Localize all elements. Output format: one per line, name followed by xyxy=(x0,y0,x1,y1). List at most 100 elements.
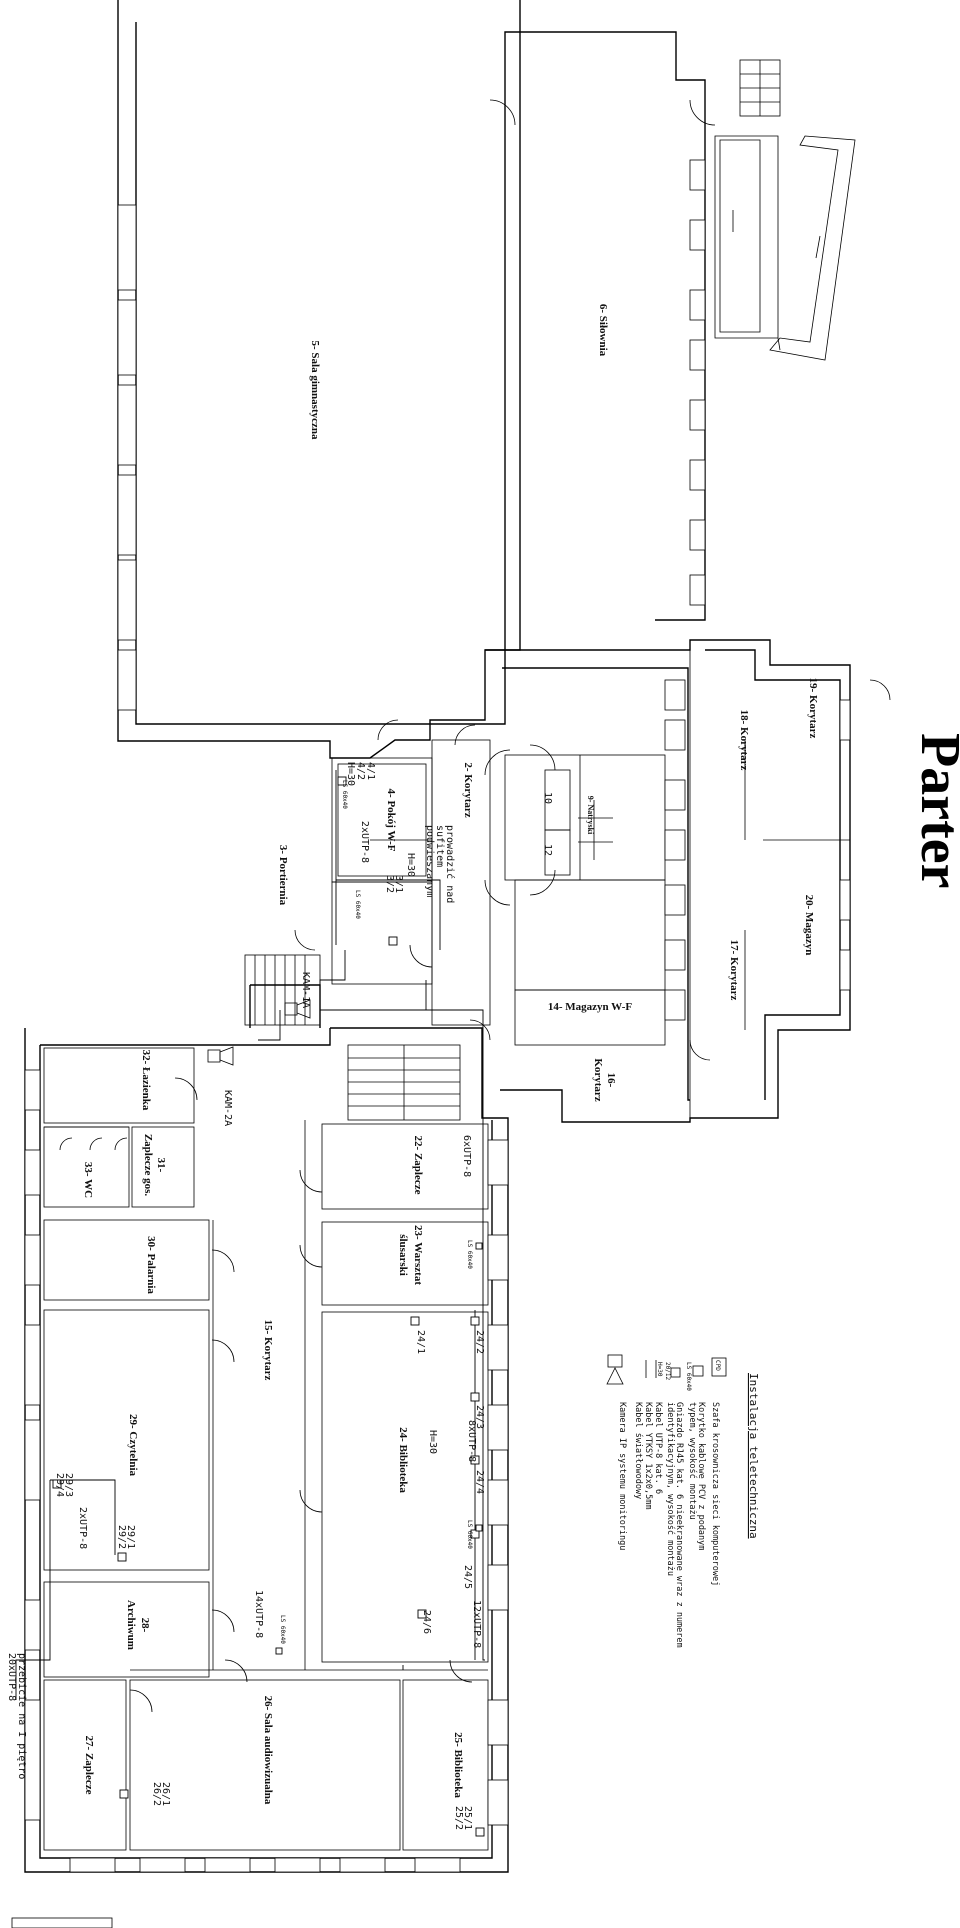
legend-item-9: Kamera IP systemu monitoringu xyxy=(617,1402,627,1550)
room-label-4: 4- Pokój W-F xyxy=(385,789,397,852)
camera-label-2: KAM-2A xyxy=(222,1090,233,1126)
socket-label-29-4: 29/4 xyxy=(54,1473,65,1497)
cable-label-12: 12xUTP-8 xyxy=(471,1600,482,1648)
svg-text:CPD: CPD xyxy=(714,1360,721,1371)
legend-tray-icon xyxy=(692,1365,704,1377)
svg-text:LS 60x40: LS 60x40 xyxy=(685,1362,692,1391)
room-label-12: 12 xyxy=(542,844,553,856)
socket-label-24-3: 24/3 xyxy=(474,1405,485,1429)
shaft-note-b: 20xUTP-8 xyxy=(6,1653,17,1701)
socket-label-24-1: 24/1 xyxy=(415,1330,426,1354)
routing-note-b: sufitem xyxy=(434,825,445,867)
socket-label-25-1: 25/1 xyxy=(462,1806,473,1830)
room-label-17: 17- Korytarz xyxy=(728,940,740,1001)
tray-label-15: LS 60x40 xyxy=(279,1615,286,1644)
socket-label-4-1: 4/1 xyxy=(365,762,376,780)
tray-label-3: LS 60x40 xyxy=(354,890,361,919)
room-label-25: 25- Biblioteka xyxy=(452,1732,464,1798)
svg-text:20/12: 20/12 xyxy=(664,1362,671,1380)
legend-item-5: identyfikacyjnym, wysokość montażu xyxy=(665,1402,676,1576)
socket-label-26-2: 26/2 xyxy=(151,1782,162,1806)
socket-label-24-6: 24/6 xyxy=(421,1610,432,1634)
cable-runs xyxy=(15,770,485,1700)
room-label-16a: 16- xyxy=(605,1073,617,1088)
legend: Instalacja teletechniczna CPD LS 60x40 2… xyxy=(606,1354,760,1648)
room-label-16b: Korytarz xyxy=(592,1058,604,1101)
shaft-note-a: przebicie na I piętro xyxy=(16,1653,27,1779)
room-label-19: 19- Korytarz xyxy=(807,678,819,739)
cable-label-14: 14xUTP-8 xyxy=(253,1590,264,1638)
room-label-27: 27- Zaplecze xyxy=(83,1736,95,1795)
height-label-24: H=30 xyxy=(427,1430,438,1454)
tray-label-24: LS 60x40 xyxy=(466,1520,473,1549)
height-label-3: H=30 xyxy=(405,853,416,877)
room-label-22: 22- Zaplecze xyxy=(412,1136,424,1195)
sockets xyxy=(52,776,485,1837)
room-label-26: 26- Sala audiowizualna xyxy=(262,1696,274,1805)
room-label-5: 5- Sala gimnastyczna xyxy=(309,341,321,441)
room-label-14: 14- Magazyn W-F xyxy=(548,1001,633,1013)
socket-label-4-2: 4/2 xyxy=(355,762,366,780)
legend-cpd-icon xyxy=(711,1357,727,1377)
room-label-32: 32- Łazienka xyxy=(140,1050,152,1111)
inner-walls xyxy=(43,650,850,1851)
room-label-24: 24- Biblioteka xyxy=(397,1427,409,1493)
legend-item-6: Kabel UTP-8 kat. 6 xyxy=(653,1402,663,1494)
camera-label-1: KAM-1A xyxy=(300,972,311,1008)
socket-label-29-3: 29/3 xyxy=(63,1473,74,1497)
socket-label-24-4: 24/4 xyxy=(474,1470,485,1494)
legend-item-3: typem, wysokość montażu xyxy=(687,1402,698,1520)
room-label-33: 33- WC xyxy=(82,1162,94,1198)
routing-note-c: podwieszanym xyxy=(424,825,435,897)
floor-title: Parter xyxy=(909,733,960,888)
room-label-6: 6- Siłownia xyxy=(597,304,609,357)
socket-label-24-5: 24/5 xyxy=(462,1565,473,1589)
camera-kam2-icon xyxy=(207,1049,221,1063)
scale-box xyxy=(11,1917,113,1928)
tray-label-23: LS 60x40 xyxy=(466,1240,473,1269)
room-label-20: 20- Magazyn xyxy=(803,895,815,956)
room-label-18: 18- Korytarz xyxy=(738,710,750,771)
room-label-23b: ślusarski xyxy=(397,1234,409,1276)
legend-item-2: Korytko kablowe PCV z podanym xyxy=(696,1402,706,1550)
socket-label-24-2: 24/2 xyxy=(474,1330,485,1354)
tray-label-4: LS 60x40 xyxy=(341,780,348,809)
legend-item-8: Kabel światłowodowy xyxy=(633,1402,644,1499)
legend-item-7: Kabel YTKSY 1x2x0,5mm xyxy=(643,1402,653,1509)
legend-title: Instalacja teletechniczna xyxy=(747,1373,760,1539)
socket-label-3-2: 3/2 xyxy=(384,875,395,893)
room-label-10: 10 xyxy=(542,792,553,804)
socket-label-26-1: 26/1 xyxy=(160,1782,171,1806)
cable-label-24: 8xUTP-8 xyxy=(466,1420,477,1462)
room-label-31a: 31- xyxy=(155,1158,167,1173)
legend-item-1: Szafa krosownicza sieci komputerowej xyxy=(710,1402,720,1586)
cable-label-4: 2xUTP-8 xyxy=(359,821,370,863)
legend-camera-icon xyxy=(607,1354,623,1368)
cable-label-29: 2xUTP-8 xyxy=(77,1507,88,1549)
room-label-3: 3- Portiernia xyxy=(277,845,289,906)
room-label-29: 29- Czytelnia xyxy=(127,1414,139,1477)
legend-item-4: Gniazdo RJ45 kat. 6 nieekranowane wraz z… xyxy=(674,1402,684,1648)
technical-labels: 4/1 4/2 H=30 2xUTP-8 3/1 3/2 H=30 prowad… xyxy=(6,762,485,1830)
height-label-4: H=30 xyxy=(345,762,356,786)
room-label-15: 15- Korytarz xyxy=(262,1320,274,1381)
room-label-28b: Archiwum xyxy=(125,1600,137,1650)
room-label-2: 2- Korytarz xyxy=(462,762,474,817)
socket-label-25-2: 25/2 xyxy=(453,1806,464,1830)
cable-label-22: 6xUTP-8 xyxy=(461,1135,472,1177)
socket-label-29-2: 29/2 xyxy=(116,1525,127,1549)
routing-note-a: prowadzić nad xyxy=(444,825,456,903)
socket-label-3-1: 3/1 xyxy=(393,875,404,893)
room-labels: 5- Sala gimnastyczna 6- Siłownia 2- Kory… xyxy=(82,304,819,1805)
svg-text:H=30: H=30 xyxy=(656,1362,663,1377)
room-label-28a: 28- xyxy=(139,1618,151,1633)
room-label-30: 30- Palarnia xyxy=(145,1236,157,1294)
camera-icons xyxy=(207,999,311,1066)
socket-label-29-1: 29/1 xyxy=(125,1525,136,1549)
legend-socket-icon xyxy=(670,1367,681,1378)
room-label-23a: 23- Warsztat xyxy=(412,1225,424,1285)
doors xyxy=(59,99,891,1713)
room-label-9: 9- Natryski xyxy=(586,796,595,835)
windows xyxy=(24,159,851,1873)
